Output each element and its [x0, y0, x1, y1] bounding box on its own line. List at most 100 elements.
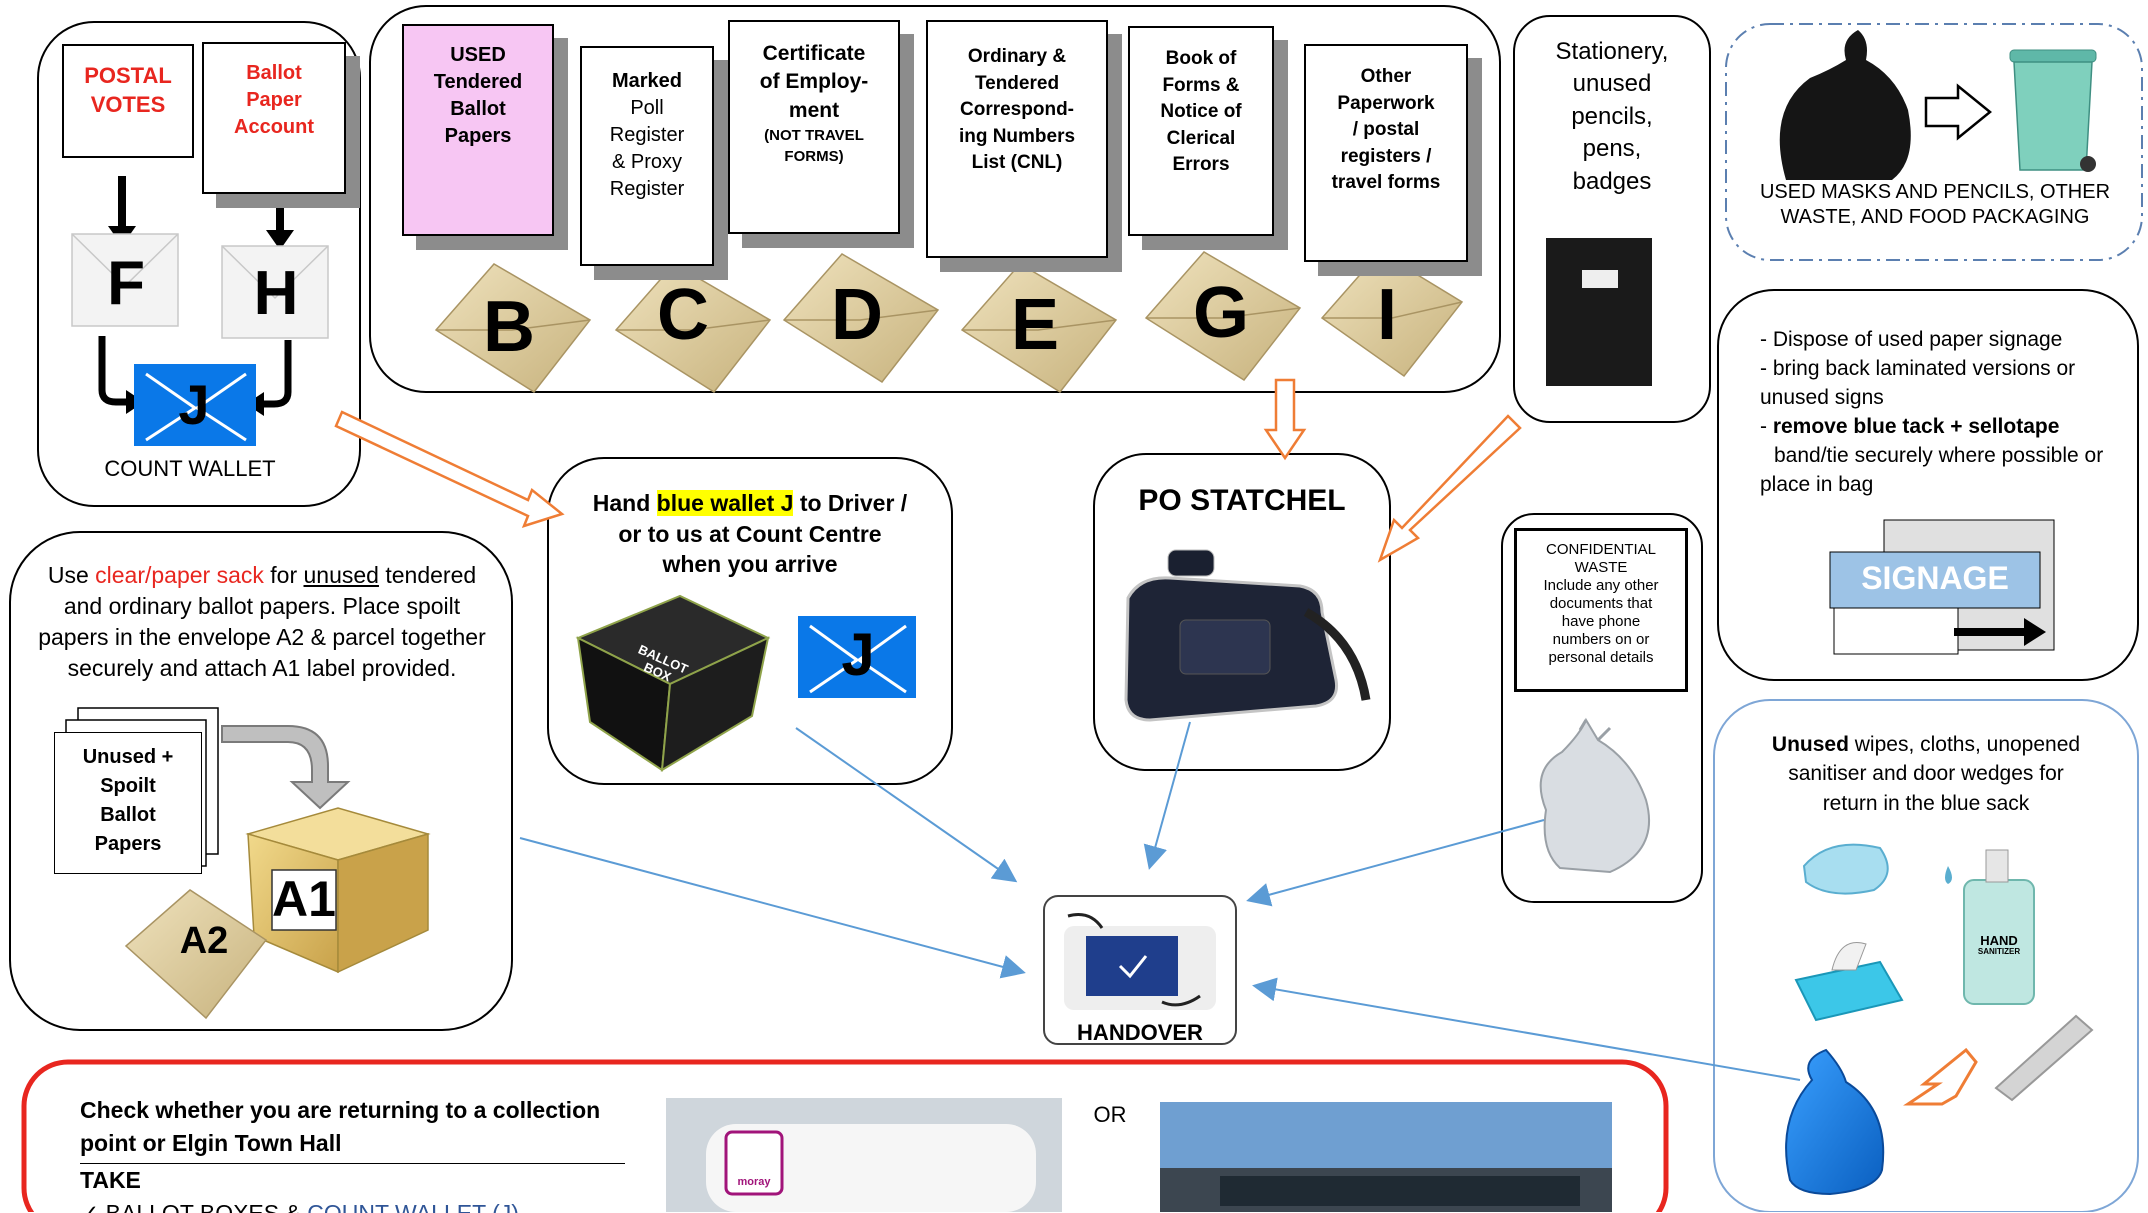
doc-g: Book of Forms & Notice of Clerical Error… — [1128, 26, 1274, 236]
panel-hand-wallet — [547, 457, 953, 785]
doc-b-line4: Papers — [444, 125, 512, 147]
waste-graphics — [1779, 30, 2097, 180]
wipes-bold: Unused — [1771, 733, 1849, 756]
signage-line3: unused signs — [1760, 385, 1884, 409]
check-icon: ✓ — [80, 1200, 99, 1213]
doc-e-line5: List (CNL) — [971, 152, 1063, 174]
bpa-line1: Ballot — [246, 62, 302, 84]
van-logo: moray — [737, 1176, 771, 1188]
handover-icon — [1043, 895, 1237, 1045]
waste-line1: USED MASKS AND PENCILS, OTHER — [1759, 181, 2111, 203]
panel-envelopes — [369, 5, 1501, 393]
envelope-f-letter: F — [107, 249, 145, 318]
doc-b-line3: Ballot — [450, 98, 506, 120]
wallet-j-letter: J — [178, 373, 210, 436]
doc-b-line2: Tendered — [433, 71, 523, 93]
confidential-line3: Include any other — [1543, 577, 1659, 594]
doc-d-line1: Certificate — [762, 42, 866, 65]
hand-highlight: blue wallet J — [656, 490, 794, 516]
confidential-line6: numbers on or — [1552, 631, 1650, 648]
postal-votes-doc: POSTAL VOTES — [62, 44, 194, 158]
statchel-image — [1124, 549, 1371, 722]
envelope-row — [434, 251, 1464, 393]
envelope-h-letter: H — [253, 259, 299, 328]
clear-bag-image — [1539, 717, 1651, 874]
stationery-line1: Stationery, — [1555, 38, 1669, 65]
doc-c-line1: Marked — [611, 70, 683, 92]
doc-i-line1: Other — [1360, 66, 1412, 87]
ub-mid: for — [263, 562, 304, 588]
ballot-paper-account-doc: Ballot Paper Account — [202, 42, 346, 194]
sanitizer-label-2: SANITIZER — [1977, 947, 2021, 957]
panel-stationery — [1513, 15, 1711, 423]
signage-graphic — [1829, 519, 2055, 655]
envelope-h — [221, 245, 329, 339]
ub-post: tendered — [378, 562, 477, 588]
bottom-item-link: COUNT WALLET (J) — [307, 1200, 519, 1213]
sanitizer-label: HAND SANITIZER — [1964, 933, 2034, 957]
postal-votes-line1: POSTAL — [84, 63, 172, 88]
confidential-line1: CONFIDENTIAL — [1545, 541, 1656, 558]
signage-label: SIGNAGE — [1861, 560, 2009, 596]
doc-g-line5: Errors — [1172, 154, 1230, 176]
panel-unused-ballots — [9, 531, 513, 1031]
signage-line6: place in bag — [1760, 472, 1874, 496]
panel-bottom-checklist — [21, 1059, 1669, 1212]
confidential-line2: WASTE — [1574, 559, 1628, 576]
bottom-take: TAKE — [80, 1166, 141, 1193]
ub-doc-line4: Papers — [94, 833, 162, 855]
bpa-line3: Account — [234, 116, 314, 138]
doc-i: Other Paperwork / postal registers / tra… — [1304, 44, 1468, 262]
wipes-line3: return in the blue sack — [1822, 791, 2030, 815]
hand-prefix: Hand — [592, 490, 657, 516]
envelope-e-letter: E — [1010, 285, 1060, 365]
doc-c: Marked Poll Register & Proxy Register — [580, 46, 714, 266]
doc-d-note2: FORMS) — [784, 148, 844, 166]
ub-line3: papers in the envelope A2 & parcel toget… — [38, 624, 486, 651]
doc-b: USED Tendered Ballot Papers — [402, 24, 554, 236]
doc-i-line3: / postal — [1352, 119, 1420, 141]
envelope-b-letter: B — [483, 287, 535, 367]
bottom-item-prefix: BALLOT BOXES & — [106, 1200, 308, 1213]
signage-text: - Dispose of used paper signage - bring … — [1760, 326, 2132, 500]
doc-g-line1: Book of — [1165, 48, 1237, 69]
black-bag-image — [1546, 238, 1652, 386]
ub-underline: unused — [303, 562, 379, 588]
confidential-line7: personal details — [1548, 649, 1654, 666]
hand-line3: when you arrive — [662, 551, 838, 578]
postal-votes-line2: VOTES — [90, 91, 166, 117]
envelope-a2 — [124, 889, 268, 1020]
wipes-graphics — [1785, 843, 2094, 1196]
confidential-line5: have phone — [1561, 613, 1641, 630]
stationery-line3: pencils, — [1571, 102, 1653, 130]
bpa-line2: Paper — [246, 89, 302, 111]
panel-po-statchel — [1093, 453, 1391, 771]
doc-d-line3: ment — [788, 98, 840, 122]
doc-i-line4: registers / — [1340, 145, 1432, 167]
handover-label: HANDOVER — [1077, 1020, 1203, 1045]
envelope-g-letter: G — [1192, 273, 1249, 353]
bottom-text: Check whether you are returning to a col… — [80, 1094, 640, 1213]
stationery-line2: unused — [1572, 70, 1652, 98]
doc-d-note1: (NOT TRAVEL — [764, 127, 864, 145]
unused-spoilt-doc: Unused + Spoilt Ballot Papers — [54, 732, 202, 874]
wipes-line2: sanitiser and door wedges for — [1788, 762, 2064, 786]
signage-bold-prefix: - — [1760, 414, 1773, 438]
confidential-box: CONFIDENTIAL WASTE Include any other doc… — [1514, 528, 1688, 692]
ballot-box-image — [575, 594, 771, 772]
envelope-f — [71, 233, 179, 327]
stationery-line4: pens, — [1582, 135, 1642, 163]
waste-line2: WASTE, AND FOOD PACKAGING — [1780, 206, 2090, 228]
wipes-text: Unused wipes, cloths, unopened sanitiser… — [1730, 730, 2122, 818]
stationery-text: Stationery, unused pencils, pens, badges — [1520, 36, 1704, 198]
doc-e-line3: Correspond- — [960, 99, 1074, 121]
po-statchel-label: PO STATCHEL — [1138, 484, 1346, 517]
doc-b-line1: USED — [450, 44, 506, 66]
panel-waste — [1725, 23, 2143, 261]
confidential-line4: documents that — [1549, 595, 1653, 612]
parcel-a1 — [245, 807, 431, 974]
panel-signage — [1717, 289, 2139, 681]
doc-i-line5: travel forms — [1331, 172, 1441, 194]
stationery-line5: badges — [1572, 167, 1652, 195]
sanitizer-label-1: HAND — [1980, 933, 2018, 948]
